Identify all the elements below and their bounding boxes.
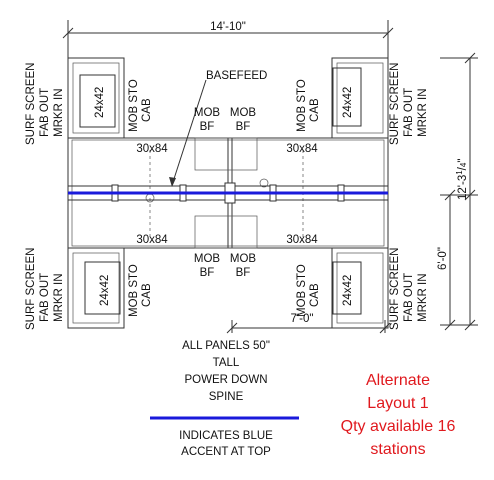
worksurface-size-bl: 30x84 — [136, 234, 168, 246]
overall-width-dimension: 14'-10" — [62, 20, 394, 62]
svg-text:MOB: MOB — [194, 253, 221, 265]
svg-text:CAB: CAB — [309, 283, 321, 307]
svg-text:CAB: CAB — [141, 283, 153, 307]
svg-text:BF: BF — [200, 121, 215, 133]
svg-text:MRKR IN: MRKR IN — [53, 273, 65, 322]
half-width-text: 7'-0" — [291, 313, 314, 325]
svg-text:MOB: MOB — [230, 107, 257, 119]
center-spine — [67, 182, 389, 204]
svg-text:BF: BF — [200, 267, 215, 279]
svg-text:CAB: CAB — [309, 98, 321, 122]
svg-text:SPINE: SPINE — [209, 391, 244, 403]
svg-text:Qty available 16: Qty available 16 — [341, 418, 456, 435]
alternate-layout-callout: Alternate Layout 1 Qty available 16 stat… — [341, 372, 456, 458]
svg-text:SURF SCREEN: SURF SCREEN — [25, 248, 37, 330]
svg-text:MRKR IN: MRKR IN — [53, 88, 65, 137]
svg-text:ALL PANELS 50": ALL PANELS 50" — [182, 340, 270, 352]
svg-text:FAB OUT: FAB OUT — [403, 88, 415, 137]
basefeed-callout: BASEFEED — [169, 70, 267, 187]
overall-width-text: 14'-10" — [210, 21, 246, 33]
mob-bf-labels: MOB BF MOB BF MOB BF MOB BF — [194, 107, 257, 279]
svg-text:MRKR IN: MRKR IN — [417, 88, 429, 137]
svg-text:24x42: 24x42 — [342, 87, 354, 118]
svg-text:ACCENT AT TOP: ACCENT AT TOP — [181, 446, 271, 458]
svg-text:TALL: TALL — [213, 357, 240, 369]
svg-text:MOB: MOB — [194, 107, 221, 119]
svg-text:SURF SCREEN: SURF SCREEN — [389, 63, 401, 145]
worksurface-size-br: 30x84 — [286, 234, 318, 246]
svg-text:stations: stations — [370, 441, 425, 458]
svg-text:MOB: MOB — [230, 253, 257, 265]
svg-text:MRKR IN: MRKR IN — [417, 273, 429, 322]
svg-text:MOB STO: MOB STO — [296, 264, 308, 317]
svg-text:SURF SCREEN: SURF SCREEN — [25, 63, 37, 145]
svg-text:POWER DOWN: POWER DOWN — [184, 374, 267, 386]
accent-legend: INDICATES BLUE ACCENT AT TOP — [150, 416, 299, 458]
worksurface-size-tl: 30x84 — [136, 143, 168, 155]
cabinet-top-left: 24x42 — [67, 57, 125, 139]
svg-text:INDICATES BLUE: INDICATES BLUE — [179, 430, 273, 442]
worksurface-size-tr: 30x84 — [286, 143, 318, 155]
svg-text:BF: BF — [236, 267, 251, 279]
svg-text:Alternate: Alternate — [366, 372, 430, 389]
svg-text:MOB STO: MOB STO — [128, 79, 140, 132]
cabinet-bottom-left: 24x42 — [67, 247, 125, 329]
panel-note: ALL PANELS 50" TALL POWER DOWN SPINE — [182, 340, 270, 403]
depth-dimensions: 12'-31/4" 6'-0" — [437, 52, 478, 331]
svg-text:Layout 1: Layout 1 — [367, 395, 428, 412]
svg-text:SURF SCREEN: SURF SCREEN — [389, 248, 401, 330]
svg-text:FAB OUT: FAB OUT — [39, 273, 51, 322]
svg-text:MOB STO: MOB STO — [296, 79, 308, 132]
svg-text:24x42: 24x42 — [342, 275, 354, 306]
svg-text:FAB OUT: FAB OUT — [403, 273, 415, 322]
svg-text:BF: BF — [236, 121, 251, 133]
svg-text:FAB OUT: FAB OUT — [39, 88, 51, 137]
svg-text:24x42: 24x42 — [94, 87, 106, 118]
surf-screen-labels: SURF SCREEN FAB OUT MRKR IN SURF SCREEN … — [25, 63, 429, 330]
cabinet-bottom-right: 24x42 — [331, 247, 389, 329]
svg-text:MOB STO: MOB STO — [128, 264, 140, 317]
svg-text:24x42: 24x42 — [99, 275, 111, 306]
cabinet-top-right: 24x42 — [331, 57, 389, 139]
half-depth-text: 6'-0" — [437, 247, 449, 270]
overall-depth-text: 12'-31/4" — [455, 159, 469, 200]
basefeed-label: BASEFEED — [206, 70, 267, 82]
svg-text:CAB: CAB — [141, 98, 153, 122]
